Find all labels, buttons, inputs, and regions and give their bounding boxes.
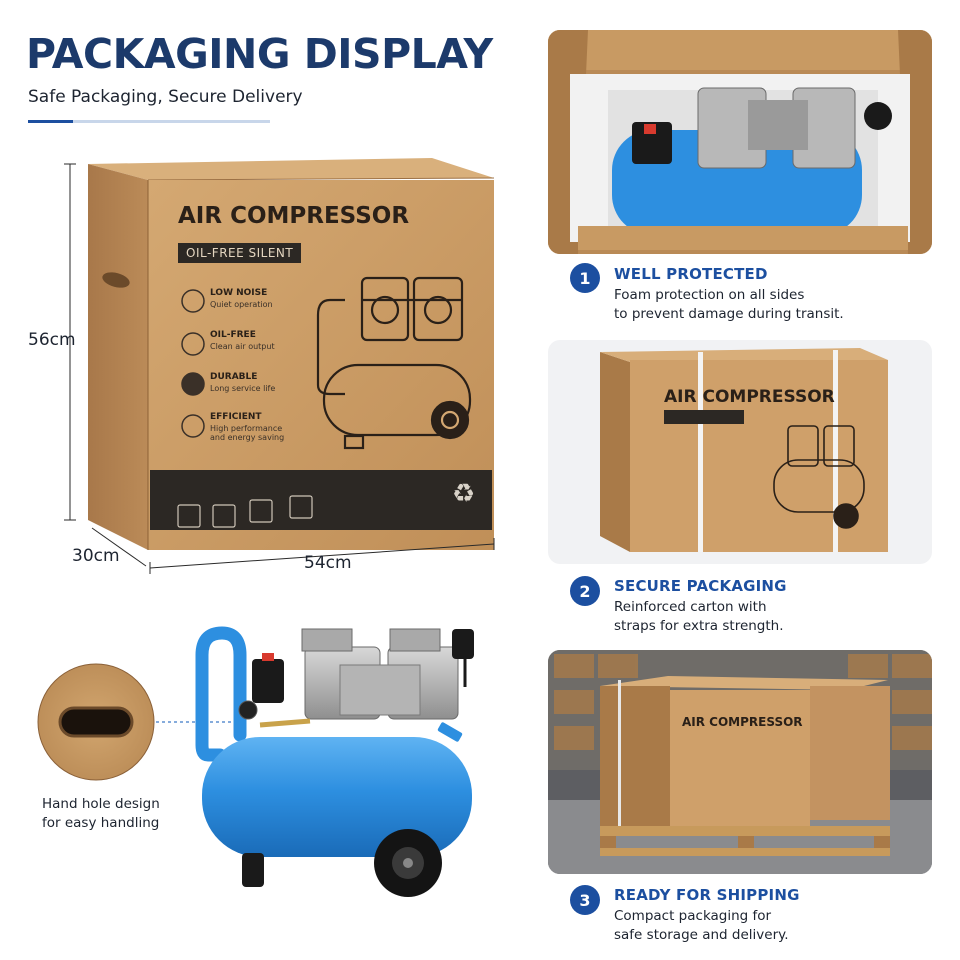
step-2-desc-line: straps for extra strength. [614,618,784,634]
box-brand-title: AIR COMPRESSOR [178,203,410,229]
feature-name: EFFICIENT [210,412,262,422]
dimension-depth-label: 30cm [72,546,120,566]
carton-box-illustration: ♻ [88,158,495,550]
hand-hole-caption-line: Hand hole design [42,796,160,812]
hand-hole-caption-line: for easy handling [42,815,160,831]
strapped-box-photo: AIR COMPRESSOR [548,340,932,564]
step-1-desc-line: Foam protection on all sides [614,287,805,303]
box-tag-label: OIL-FREE SILENT [178,243,302,263]
recycle-icon: ♻ [452,479,475,509]
step-2-badge: 2 [570,576,600,606]
dimension-width-label: 54cm [304,553,352,573]
open-box-photo [548,30,932,254]
compressor-line-drawing [316,276,472,450]
step-3-desc-line: Compact packaging for [614,908,772,924]
side-hand-hole [102,272,130,288]
hand-hole-caption: Hand hole design for easy handling [42,795,160,833]
step-1-title: WELL PROTECTED [614,265,768,283]
svg-text:AIR COMPRESSOR: AIR COMPRESSOR [664,387,835,407]
page-title: PACKAGING DISPLAY [26,30,493,78]
feature-name: OIL-FREE [210,330,256,340]
step-1-desc-line: to prevent damage during transit. [614,306,844,322]
dimension-height-label: 56cm [28,330,76,350]
feature-desc-line: High performance [210,424,283,433]
step-2-title: SECURE PACKAGING [614,577,787,595]
box-feature-efficient: EFFICIENT High performance and energy sa… [210,412,284,442]
pallet-warehouse-photo: AIR COMPRESSOR [548,650,932,874]
feature-name: LOW NOISE [210,288,268,298]
feature-name: DURABLE [210,372,258,382]
step-2-desc-line: Reinforced carton with [614,599,767,615]
box-feature-durable: DURABLE Long service life [210,372,275,393]
feature-desc: Quiet operation [210,300,273,309]
dimension-lines [64,163,495,574]
title-underline [28,120,270,123]
feature-desc-line: and energy saving [210,433,285,442]
step-3-title: READY FOR SHIPPING [614,886,800,904]
hand-hole-detail [37,663,232,781]
step-3-badge: 3 [570,885,600,915]
feature-desc: Clean air output [210,342,275,351]
step-1-badge: 1 [570,263,600,293]
box-feature-low-noise: LOW NOISE Quiet operation [210,288,273,309]
feature-desc: Long service life [210,384,276,393]
step-3-desc-line: safe storage and delivery. [614,927,789,943]
svg-text:AIR COMPRESSOR: AIR COMPRESSOR [682,715,803,729]
page-subtitle: Safe Packaging, Secure Delivery [28,87,303,107]
box-feature-oil-free: OIL-FREE Clean air output [210,330,275,351]
air-compressor-illustration [195,626,474,897]
